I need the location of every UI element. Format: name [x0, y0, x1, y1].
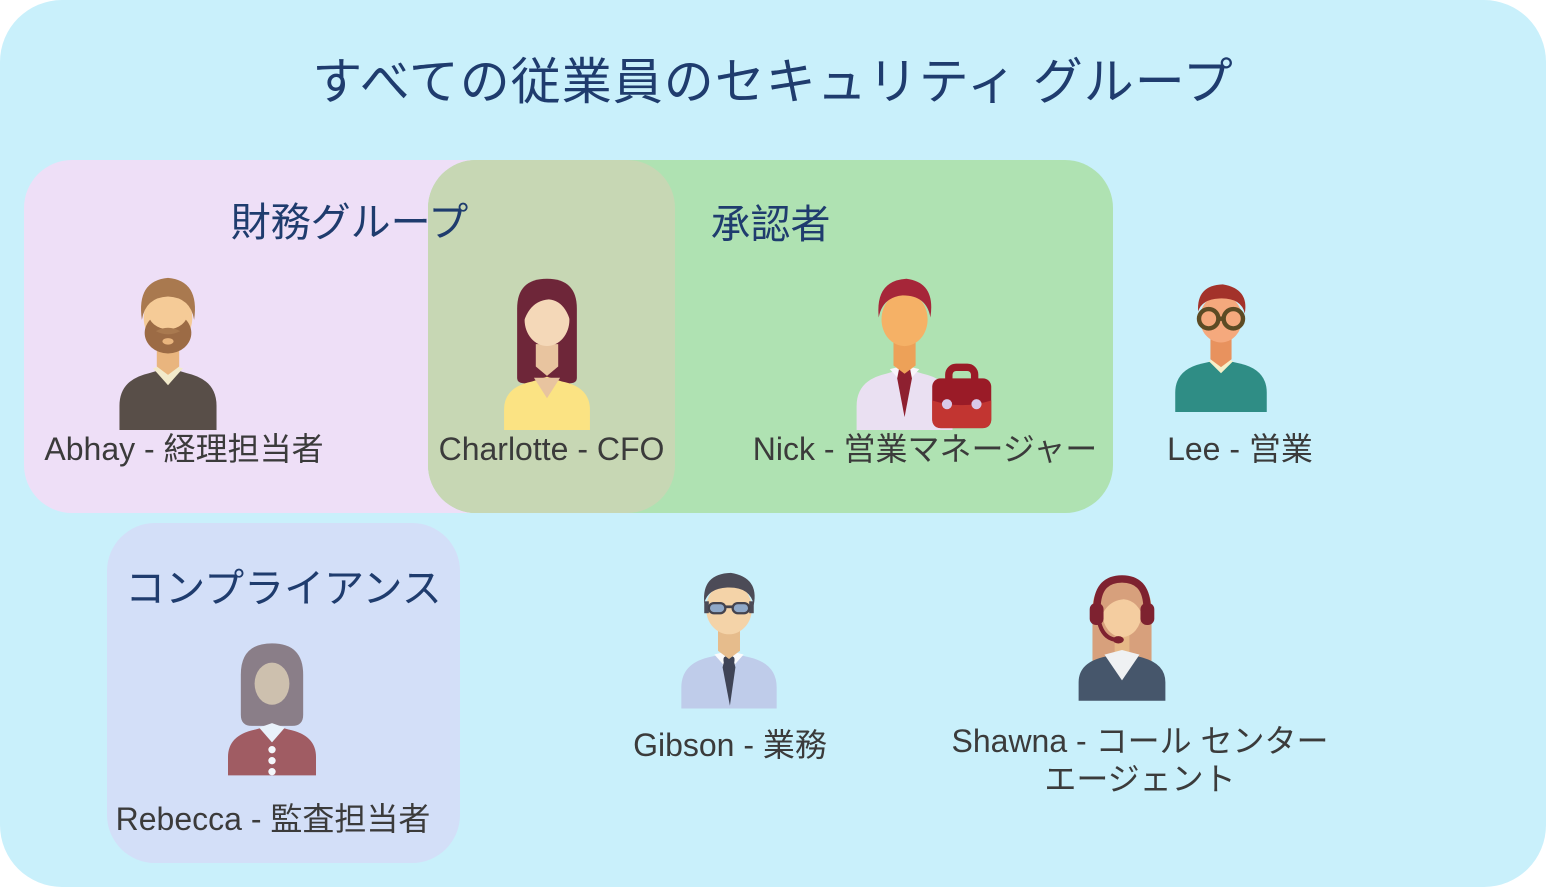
lee-label: Lee - 営業	[1167, 431, 1313, 467]
rebecca-avatar	[217, 628, 327, 776]
gibson-avatar	[674, 566, 784, 709]
shawna-label: Shawna - コール センター エージェント	[951, 723, 1329, 797]
abhay-avatar	[112, 262, 224, 430]
nick-label: Nick - 営業マネージャー	[752, 431, 1098, 467]
charlotte-avatar	[490, 262, 604, 430]
charlotte-label: Charlotte - CFO	[438, 431, 665, 467]
nick-avatar	[848, 264, 998, 430]
abhay-label: Abhay - 経理担当者	[44, 431, 324, 467]
rebecca-label: Rebecca - 監査担当者	[115, 801, 431, 837]
diagram-title: すべての従業員のセキュリティ グループ	[312, 54, 1234, 110]
lee-avatar	[1168, 280, 1274, 412]
gibson-label: Gibson - 業務	[633, 727, 827, 763]
approvers-group-label: 承認者	[710, 203, 831, 247]
shawna-avatar	[1062, 562, 1182, 701]
finance-group-label: 財務グループ	[230, 201, 469, 245]
compliance-group-label: コンプライアンス	[125, 567, 442, 611]
